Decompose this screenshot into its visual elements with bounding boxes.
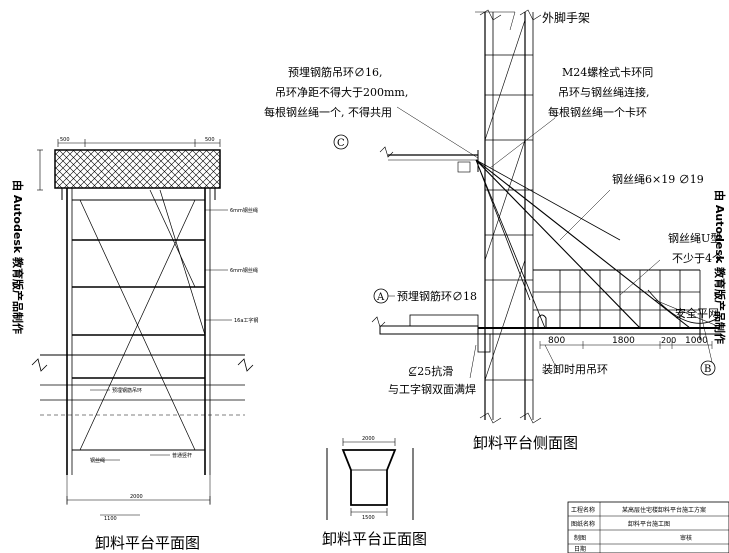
plan-label-rope1: 6mm钢丝绳	[230, 207, 258, 214]
side-note-c-3: 每根钢丝绳一个, 不得共用	[264, 105, 392, 119]
side-note-c-2: 吊环净距不得大于200mm,	[275, 85, 408, 99]
side-safety-net: 安全平网	[675, 306, 719, 320]
plan-dim-bottom: 2000	[130, 494, 143, 500]
tb-r1-label: 工程名称	[571, 506, 595, 514]
side-rope-spec: 钢丝绳6×19 ∅19	[612, 172, 704, 186]
side-lift-note: 装卸时用吊环	[542, 362, 608, 376]
plan-label-channel: 16a工字钢	[234, 317, 258, 324]
tb-r1-value: 某高层住宅楼卸料平台施工方案	[622, 506, 706, 514]
plan-dim-right: 500	[205, 137, 215, 143]
side-title: 卸料平台侧面图	[473, 434, 578, 452]
tb-r2-value: 卸料平台施工图	[628, 520, 670, 528]
side-weld-note-1: ⊈25抗滑	[408, 364, 453, 378]
side-note-clip-3: 每根钢丝绳一个卡环	[548, 105, 647, 119]
front-dim-bottom: 1500	[362, 515, 375, 521]
side-dim-2: 1800	[612, 336, 635, 346]
tb-r2-label: 图纸名称	[571, 520, 595, 528]
marker-c-label: C	[337, 138, 345, 149]
side-dim-1: 800	[548, 336, 565, 346]
side-dim-3: 200	[661, 336, 676, 345]
plan-dim-bottom2: 1100	[104, 516, 117, 522]
front-view	[326, 438, 414, 520]
plan-labels: 500 500 6mm钢丝绳 6mm钢丝绳 16a工字钢 预埋钢筋吊环 钢丝绳 …	[60, 137, 258, 552]
marker-c-circle	[333, 134, 349, 150]
plan-label-b: 钢丝绳	[90, 457, 105, 464]
marker-b-label: B	[704, 364, 711, 375]
plan-title: 卸料平台平面图	[95, 534, 200, 552]
title-block	[567, 501, 729, 553]
side-note-c-1: 预埋钢筋吊环∅16,	[288, 65, 383, 79]
side-scaffold-label: 外脚手架	[542, 10, 590, 25]
side-rope-clip-2: 不少于4个	[672, 252, 723, 265]
plan-view	[31, 139, 254, 516]
title-block-text: 工程名称 某高层住宅楼卸料平台施工方案 图纸名称 卸料平台施工图 制图 审核 日…	[571, 506, 706, 553]
plan-label-c: 普通竖杆	[172, 452, 192, 459]
front-dim-top: 2000	[362, 436, 375, 442]
plan-label-rope2: 6mm钢丝绳	[230, 267, 258, 274]
side-labels: 外脚手架 预埋钢筋吊环∅16, 吊环净距不得大于200mm, 每根钢丝绳一个, …	[264, 10, 723, 452]
front-labels: 2000 1500 卸料平台正面图	[322, 436, 427, 548]
tb-r3-label: 制图	[574, 534, 586, 542]
side-note-clip-2: 吊环与钢丝绳连接,	[558, 85, 650, 99]
marker-b-circle	[700, 360, 716, 376]
side-rope-clip-1: 钢丝绳U型	[668, 231, 721, 245]
side-view	[333, 9, 723, 424]
watermark-right: 由 Autodesk 教育版产品制作	[713, 190, 727, 344]
tb-r4-label: 日期	[574, 545, 586, 553]
plan-mesh-panel	[54, 149, 221, 189]
watermark-left: 由 Autodesk 教育版产品制作	[11, 180, 25, 334]
plan-dim-left: 500	[60, 137, 70, 143]
plan-label-a: 预埋钢筋吊环	[112, 387, 142, 394]
side-note-clip-1: M24螺栓式卡环同	[562, 65, 653, 79]
front-title: 卸料平台正面图	[322, 530, 427, 548]
side-dim-4: 1000	[685, 336, 708, 346]
tb-r3-value: 审核	[680, 534, 692, 542]
side-weld-note-2: 与工字钢双面满焊	[388, 382, 476, 396]
marker-a-label: A	[376, 292, 385, 303]
side-ring-note: 预埋钢筋环∅18	[397, 289, 477, 303]
